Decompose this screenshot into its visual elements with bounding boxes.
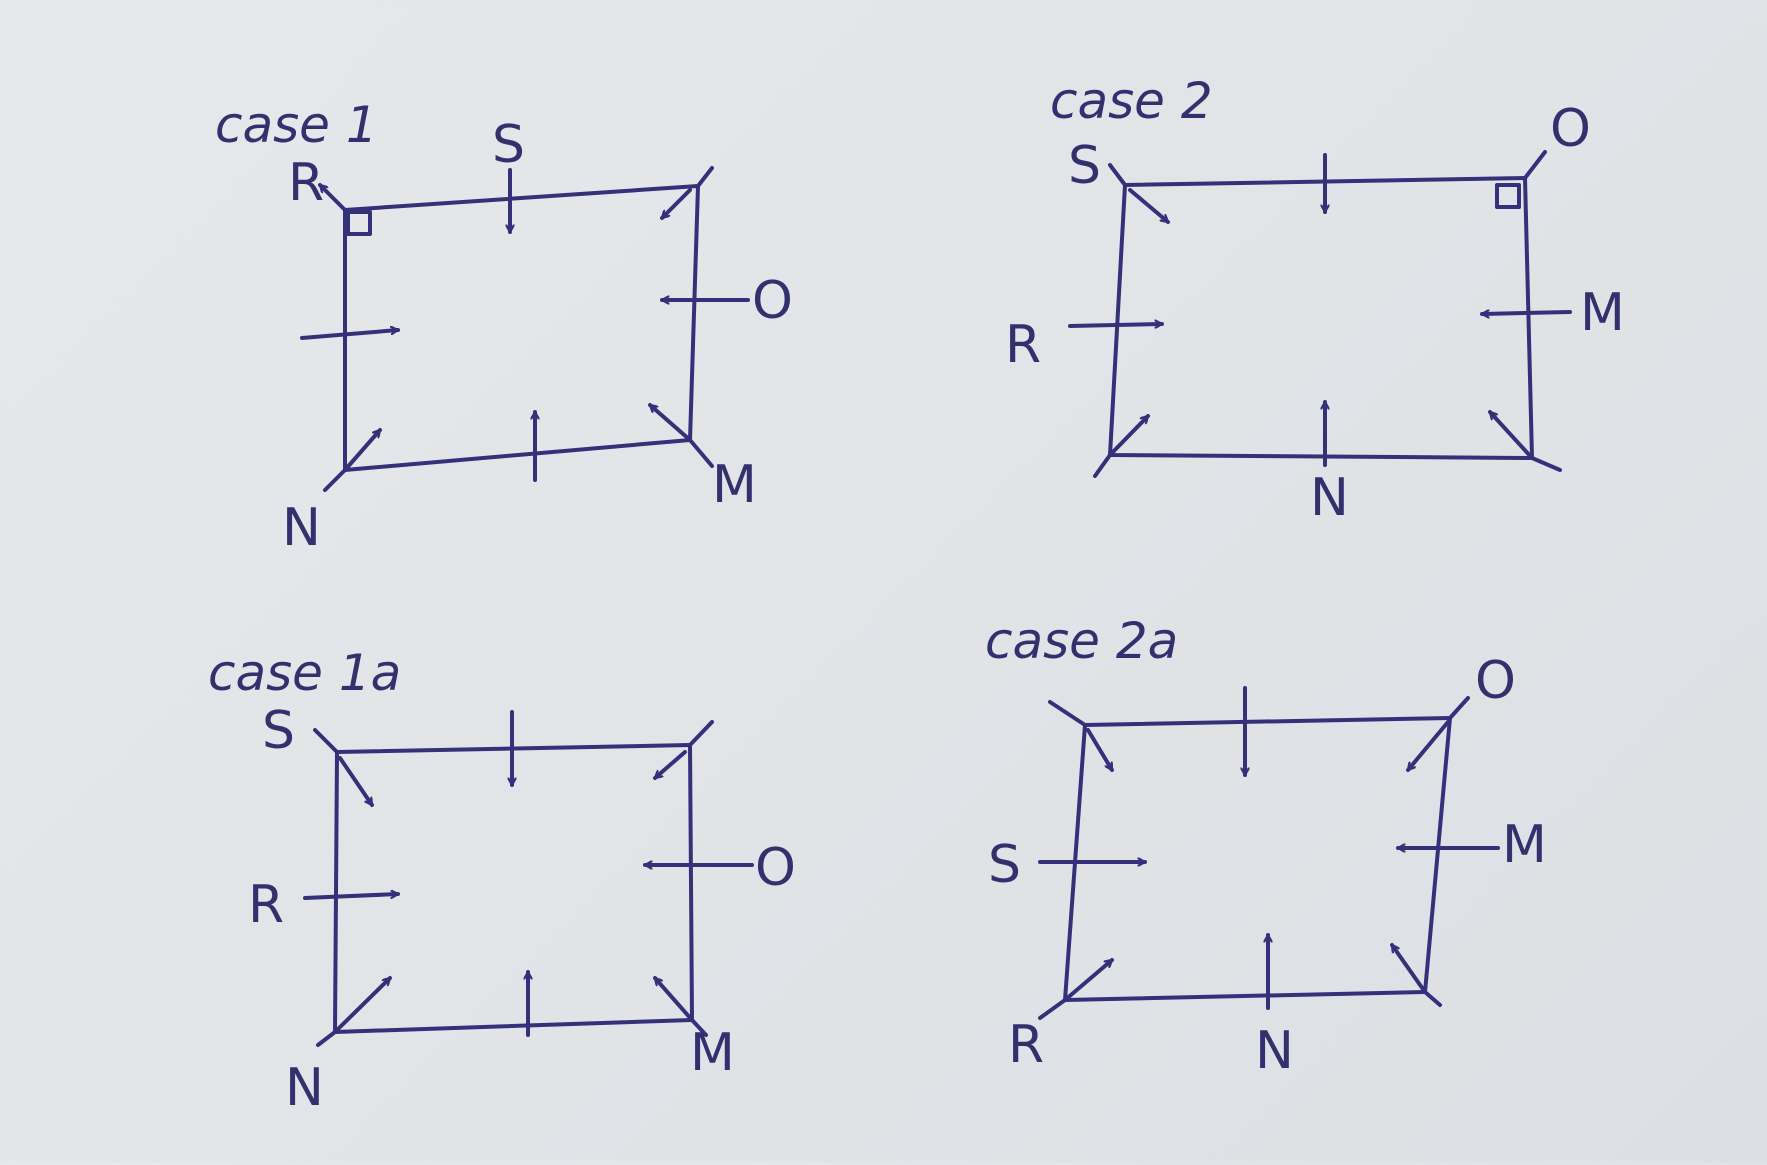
panel-title: case 2a [985,612,1178,670]
label-top-left: R [288,153,324,213]
panel-title: case 2 [1050,72,1213,130]
corner-arrow-top-right [1406,720,1450,772]
panel-case-1a: case 1a S R O M N [208,644,796,1118]
label-left: S [988,835,1021,895]
rectangle-outline [1063,716,1452,1002]
label-right: M [1502,815,1547,875]
rectangle-outline [333,743,694,1034]
panel-case-1: case 1 R S O M N [215,96,793,558]
corner-arrow-bottom-left [1108,414,1150,457]
corner-arrow-bottom-right [1488,410,1534,460]
arrow-right-in [1480,312,1572,314]
label-top-right: O [1550,99,1591,159]
label-right: O [752,271,793,331]
label-bottom-left: R [1008,1015,1044,1075]
corner-member-top-left [1048,700,1087,727]
label-top: S [492,115,525,175]
corner-arrow-top-left [338,756,374,807]
corner-arrow-bottom-left [343,428,382,472]
corner-member-top-right [688,720,714,747]
corner-arrow-bottom-right [648,403,692,442]
label-bottom-right: M [690,1023,735,1083]
corner-member-top-left [1108,163,1127,187]
corner-member-bottom-right [690,1018,708,1037]
corner-arrow-bottom-left [1063,958,1114,1002]
corner-member-bottom-left [1093,453,1112,478]
corner-member-top-right [696,166,714,188]
label-top-right: O [1475,651,1516,711]
label-bottom: N [1255,1021,1294,1081]
panel-title: case 1 [215,96,378,154]
label-bottom-left: N [282,498,321,558]
label-left: R [1005,315,1041,375]
corner-member-bottom-left [1038,998,1067,1020]
corner-box [346,210,372,236]
corner-arrow-top-left [1128,188,1170,224]
corner-arrow-bottom-left [333,976,392,1034]
corner-member-top-right [1523,150,1547,180]
label-top-left: S [1068,136,1101,196]
arrow-left-in [1068,324,1164,326]
corner-member-bottom-right [1423,990,1442,1007]
arrow-left-in [300,330,400,340]
corner-arrow-top-right [660,188,692,220]
rectangle-outline [1108,176,1534,460]
corner-member-top-left [313,728,339,754]
label-top-left: S [262,701,295,761]
corner-member-bottom-right [1530,456,1562,472]
label-right: M [1580,283,1625,343]
corner-arrow-top-right [653,750,687,780]
corner-arrow-bottom-right [653,976,694,1022]
arrow-left-in [303,894,400,900]
label-bottom: N [1310,468,1349,528]
panel-case-2a: case 2a O S M R N [985,612,1547,1081]
panel-title: case 1a [208,644,401,702]
label-bottom-left: N [285,1058,324,1118]
panel-case-2: case 2 S O R M N [1005,72,1625,528]
corner-arrow-top-left [318,183,347,212]
corner-box [1495,183,1521,209]
corner-member-bottom-left [323,468,347,492]
corner-arrow-bottom-right [1390,943,1427,994]
rectangle-outline [343,184,700,472]
label-right: O [755,838,796,898]
corner-member-bottom-right [688,438,714,468]
label-left: R [248,875,284,935]
corner-arrow-top-left [1086,728,1114,772]
label-bottom-right: M [712,455,757,515]
corner-member-top-right [1448,696,1470,720]
corner-member-bottom-left [316,1030,337,1047]
